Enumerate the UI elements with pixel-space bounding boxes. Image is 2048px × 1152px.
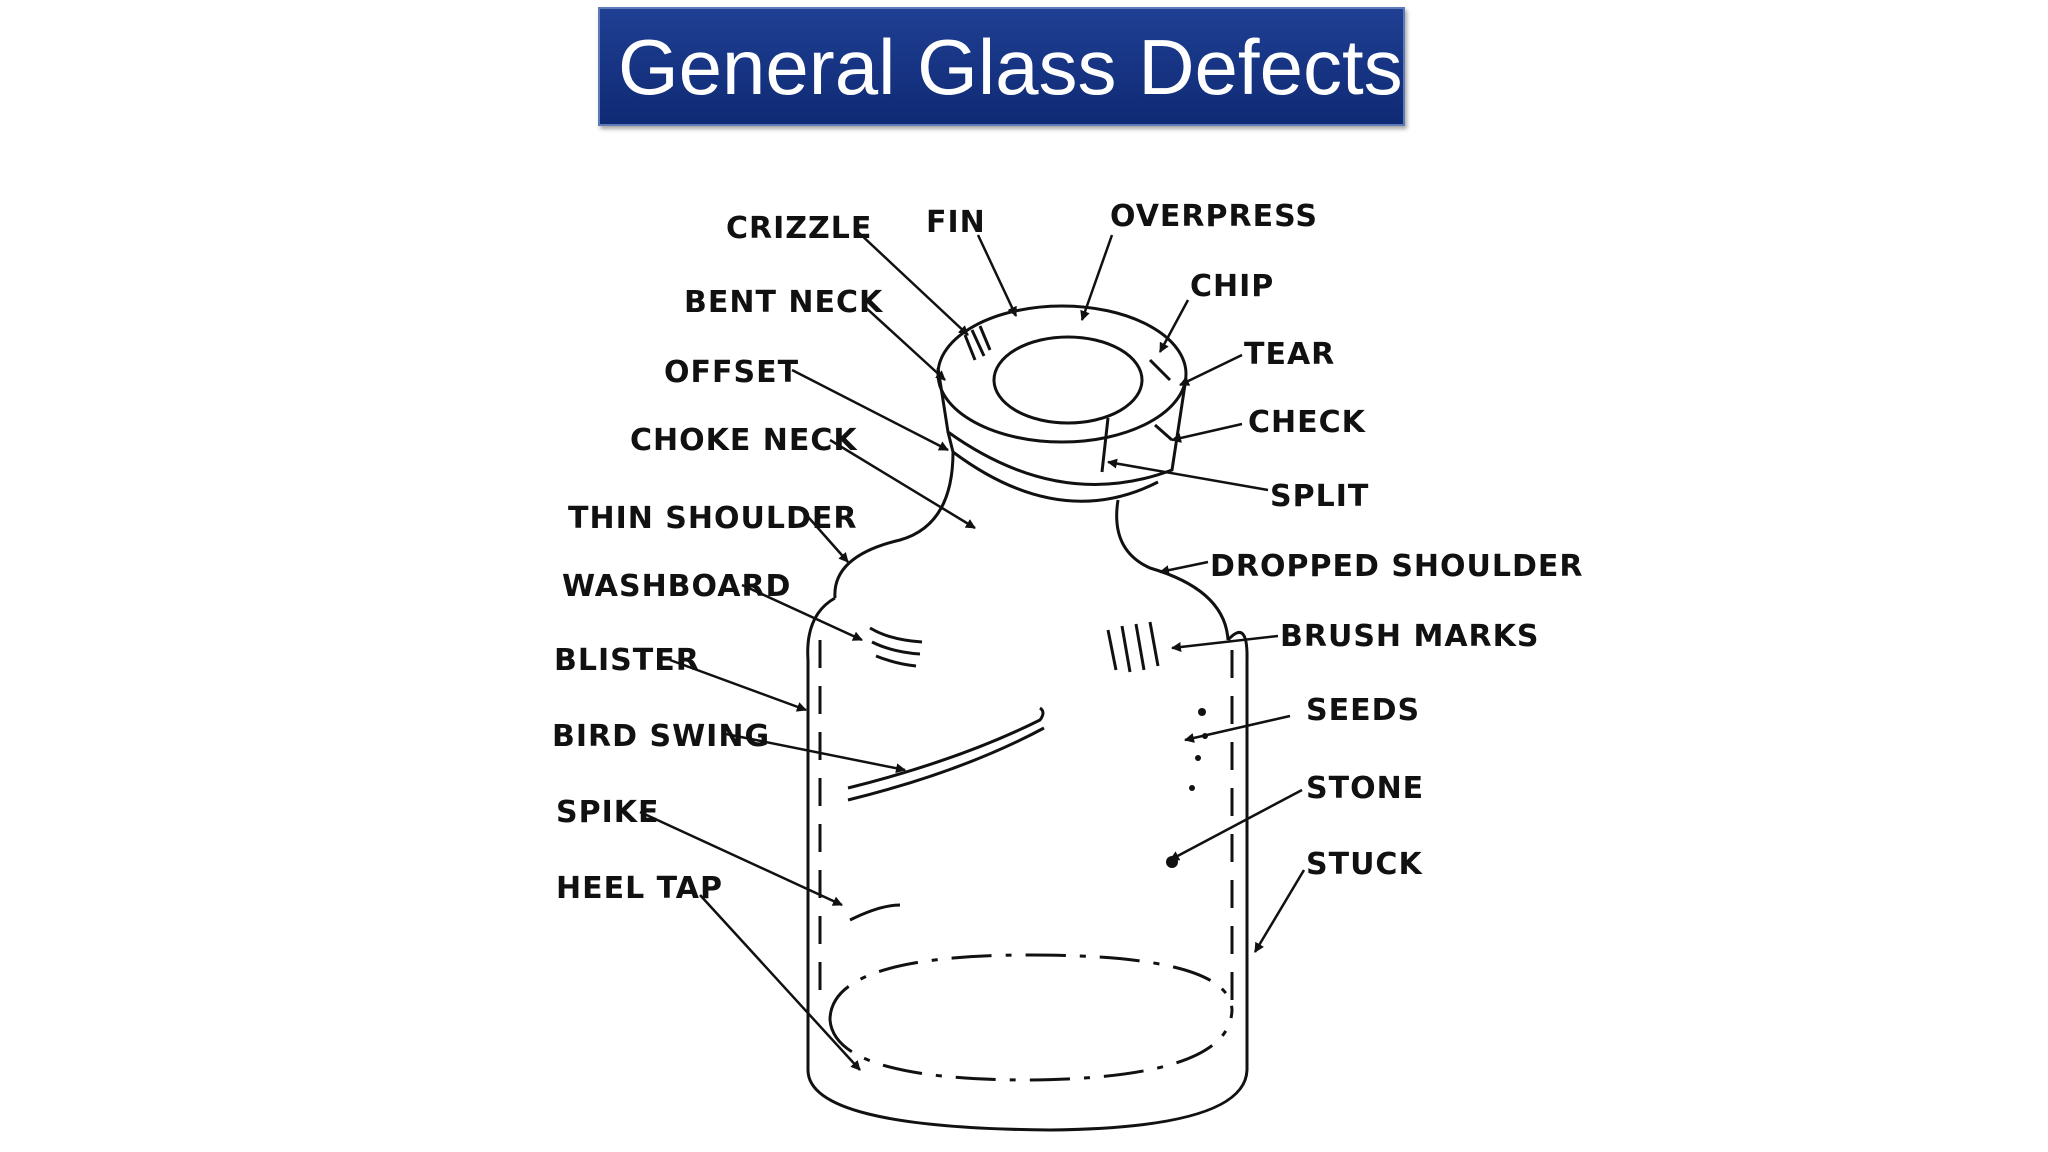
label-bent-neck: BENT NECK xyxy=(684,285,884,320)
label-chip: CHIP xyxy=(1190,269,1274,304)
page-title: General Glass Defects xyxy=(618,23,1403,111)
label-split: SPLIT xyxy=(1270,479,1369,514)
label-fin: FIN xyxy=(926,205,986,240)
label-blister: BLISTER xyxy=(554,643,700,678)
label-brush-marks: BRUSH MARKS xyxy=(1280,619,1540,654)
label-washboard: WASHBOARD xyxy=(562,569,791,604)
label-check: CHECK xyxy=(1248,405,1367,440)
label-thin-shoulder: THIN SHOULDER xyxy=(568,501,857,536)
label-crizzle: CRIZZLE xyxy=(726,211,872,246)
leader-lines xyxy=(639,231,1306,1071)
label-spike: SPIKE xyxy=(556,795,660,830)
label-seeds: SEEDS xyxy=(1306,693,1420,728)
label-bird-swing: BIRD SWING xyxy=(552,719,770,754)
label-stone: STONE xyxy=(1306,771,1424,806)
label-overpress: OVERPRESS xyxy=(1110,199,1318,234)
label-choke-neck: CHOKE NECK xyxy=(630,423,858,458)
title-banner: General Glass Defects xyxy=(598,7,1405,126)
label-dropped-shoulder: DROPPED SHOULDER xyxy=(1210,549,1584,584)
label-tear: TEAR xyxy=(1244,337,1335,372)
label-offset: OFFSET xyxy=(664,355,799,390)
label-stuck: STUCK xyxy=(1306,847,1423,882)
bottle-outline xyxy=(806,304,1249,1132)
label-heel-tap: HEEL TAP xyxy=(556,871,723,906)
